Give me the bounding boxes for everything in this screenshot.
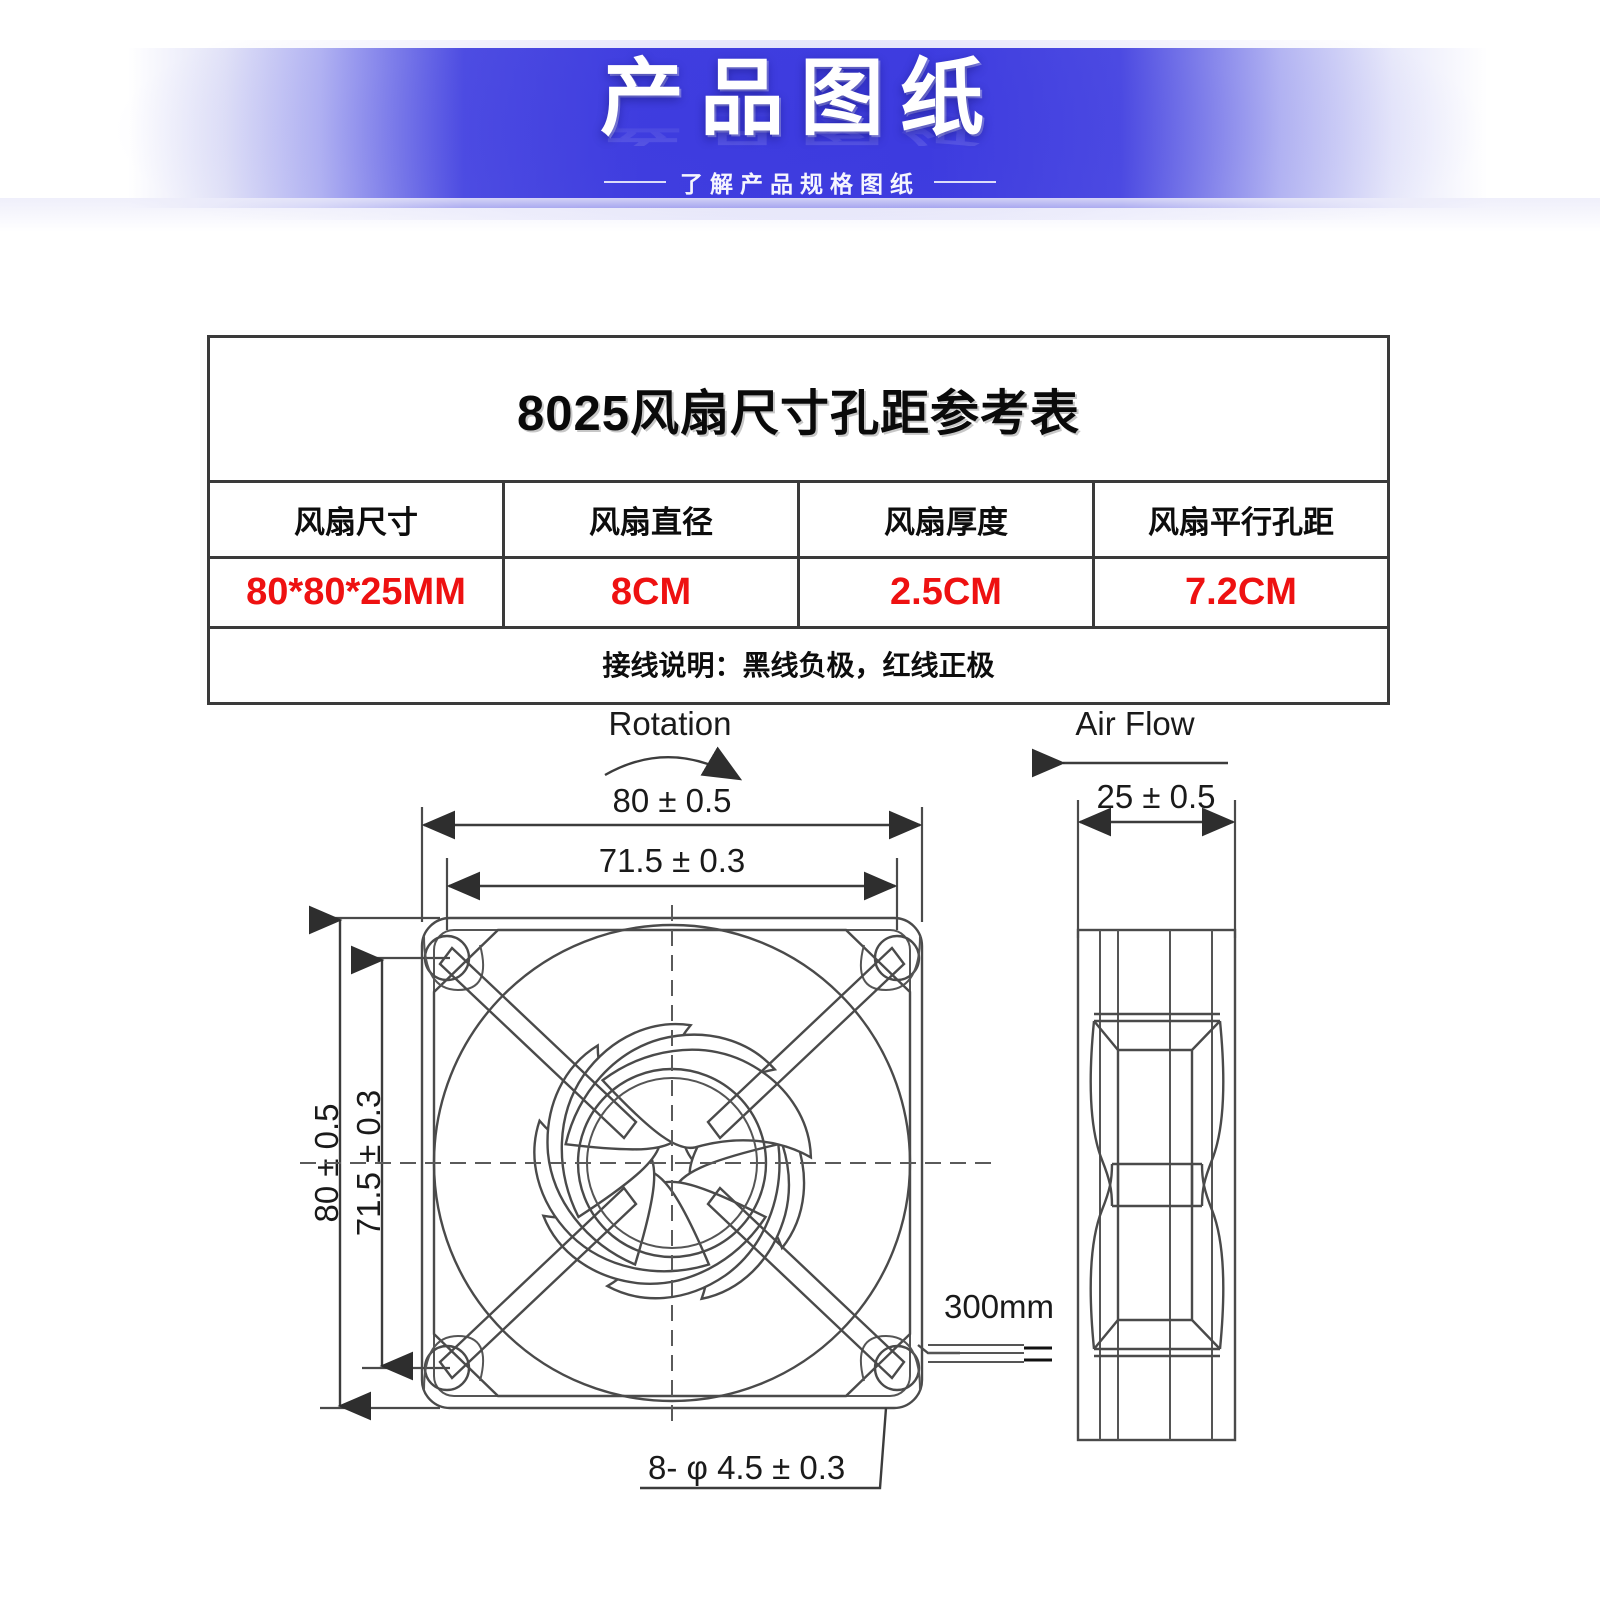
hole-boss-tr [859,935,921,992]
value-cell-hole-pitch: 7.2CM [1185,571,1297,613]
side-body-outline [1076,928,1237,1442]
fan-front-view [300,905,1000,1430]
fan-wire: 300mm [917,1288,1054,1363]
airflow-label-text: Air Flow [1075,705,1194,742]
header-cell-hole-pitch: 风扇平行孔距 [1148,505,1334,540]
strut-tr [706,946,906,1140]
wire-exit [917,1344,960,1355]
spec-table-title-text: 8025风扇尺寸孔距参考表 [516,386,1080,441]
dim-width-inner-label: 71.5 ± 0.3 [599,842,746,879]
banner-subtitle-row: 了解产品规格图纸 [0,165,1600,199]
spec-table-header-row: 风扇尺寸 风扇直径 风扇厚度 风扇平行孔距 [210,483,1387,559]
fan-blades [533,1023,813,1301]
technical-drawing: Rotation Air Flow 80 ± 0.5 71.5 ± 0.3 80… [0,690,1600,1590]
header-cell-fan-size: 风扇尺寸 [210,483,505,556]
hole-callout-text: 8- φ 4.5 ± 0.3 [648,1449,845,1486]
hole-callout-leader [640,1407,888,1490]
header-cell-fan-diameter: 风扇直径 [505,483,800,556]
strut-br [706,1186,906,1380]
dim-width-outer-label: 80 ± 0.5 [612,782,731,819]
side-blade-upper [1089,1012,1225,1208]
hole-boss-bl [423,1334,485,1391]
spec-table: 8025风扇尺寸孔距参考表 风扇尺寸 风扇直径 风扇厚度 风扇平行孔距 80*8… [207,335,1390,705]
value-cell-fan-size: 80*80*25MM [210,559,505,626]
header-cell-fan-thickness: 风扇厚度 [800,483,1095,556]
dim-thickness-label: 25 ± 0.5 [1096,778,1215,815]
page-title: 产品图纸 [599,51,1000,145]
value-cell-fan-thickness: 2.5CM [800,559,1095,626]
hole-boss-tl [423,935,485,992]
fan-struts [438,946,906,1380]
wiring-note-text: 接线说明：黑线负极，红线正极 [602,650,995,681]
fan-face-outline [432,928,912,1398]
wire-length-label: 300mm [944,1288,1054,1325]
rotation-arrow [604,746,743,781]
strut-tl [438,946,638,1140]
side-blade-lower [1089,1162,1225,1358]
hole-callout: 8- φ 4.5 ± 0.3 [640,1407,888,1490]
hole-boss-br [859,1334,921,1391]
strut-bl [438,1186,638,1380]
subtitle-rule-right [934,181,996,183]
page-subtitle: 了解产品规格图纸 [680,171,920,197]
value-cell-fan-diameter: 8CM [505,559,800,626]
rotation-label-text: Rotation [609,705,732,742]
spec-table-note-row: 接线说明：黑线负极，红线正极 [210,629,1387,699]
spec-table-title: 8025风扇尺寸孔距参考表 [210,338,1387,483]
subtitle-rule-left [604,181,666,183]
spec-table-data-row: 80*80*25MM 8CM 2.5CM 7.2CM [210,559,1387,629]
fan-side-view: 25 ± 0.5 [1076,778,1237,1442]
page-banner [0,48,1600,208]
